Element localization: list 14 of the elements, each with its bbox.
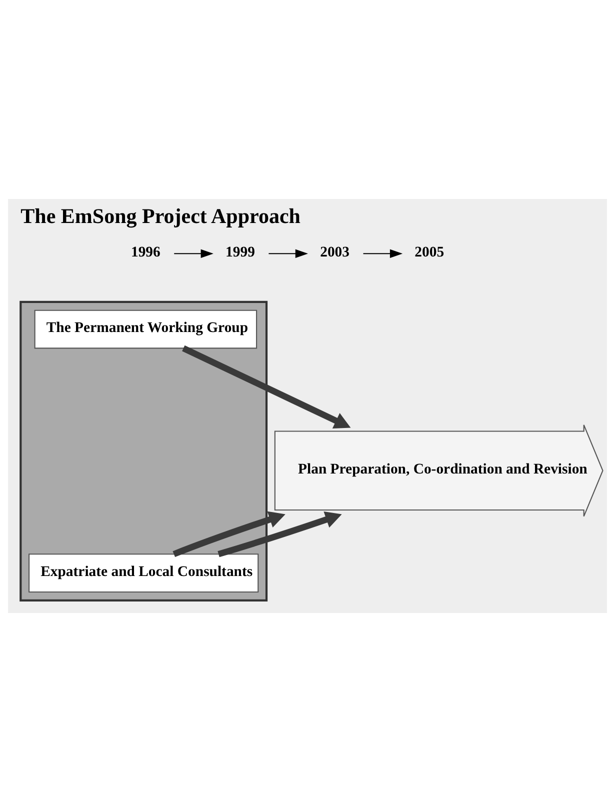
arrow [182, 344, 351, 428]
arrow [363, 248, 403, 258]
node-text: 1996 [130, 244, 160, 260]
arrow [174, 248, 214, 258]
arrow [268, 248, 308, 258]
node-box: Expatriate and Local Consultants [28, 553, 259, 592]
cluster [20, 300, 268, 601]
diagram-title: The EmSong Project Approach [20, 204, 300, 228]
node-text: 2003 [320, 244, 350, 260]
arrow [172, 510, 286, 557]
node-text: 1999 [226, 244, 255, 260]
node-box: The Permanent Working Group [34, 309, 258, 348]
arrow [218, 510, 342, 557]
node-text: 2005 [414, 244, 444, 260]
